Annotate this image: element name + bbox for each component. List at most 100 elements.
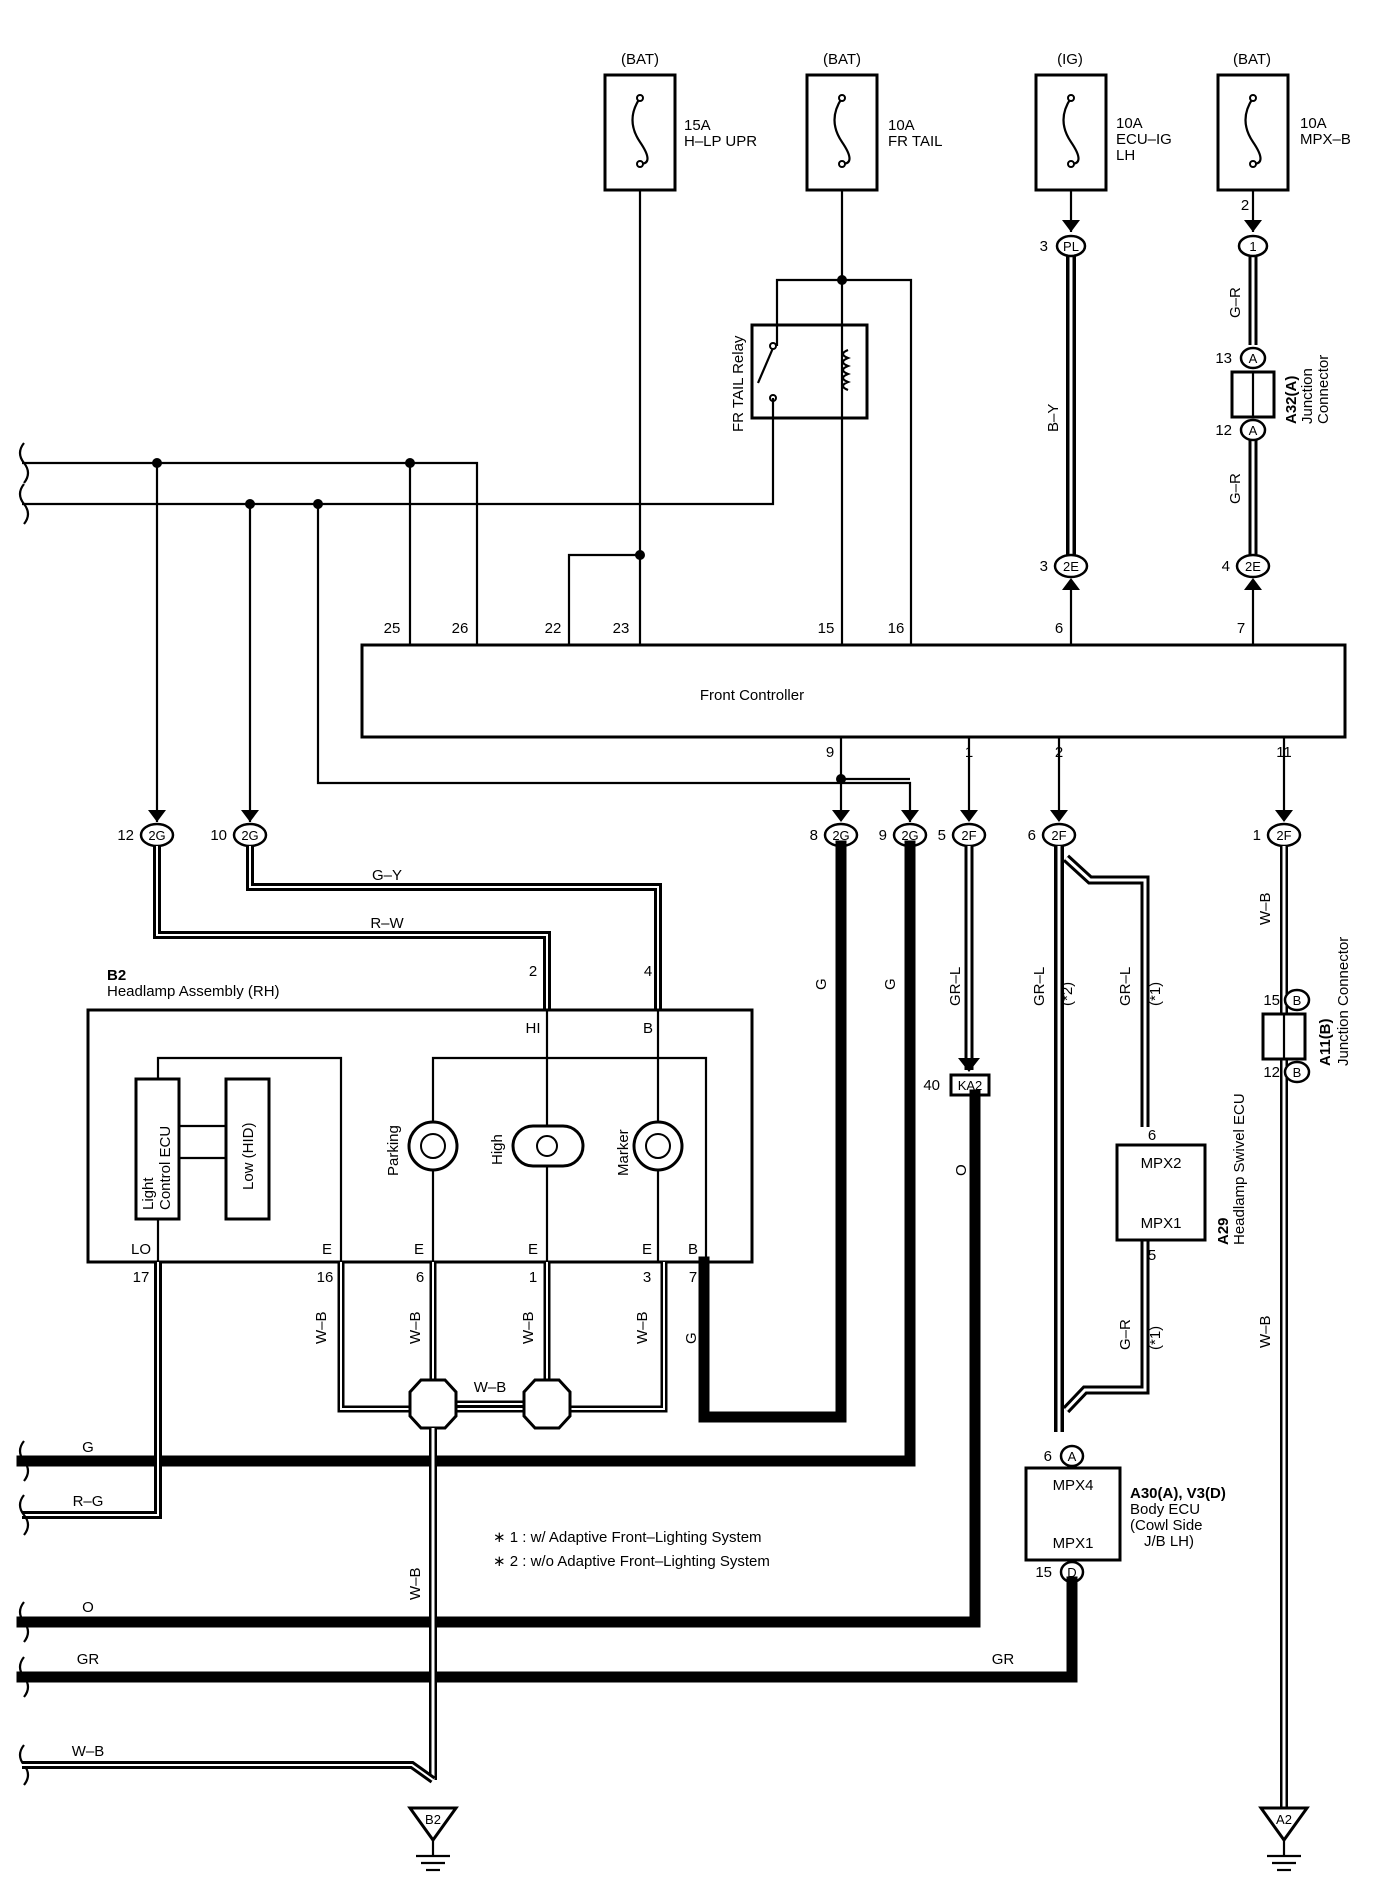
svg-text:MPX–B: MPX–B <box>1300 131 1351 148</box>
svg-text:15: 15 <box>1035 1564 1052 1581</box>
svg-text:A: A <box>1068 1449 1077 1464</box>
svg-text:(Cowl Side: (Cowl Side <box>1130 1517 1203 1534</box>
svg-text:G–R: G–R <box>1227 473 1244 504</box>
svg-text:GR: GR <box>992 1651 1015 1668</box>
svg-text:Front Controller: Front Controller <box>700 687 804 704</box>
fuse-fr-tail: (BAT) 10A FR TAIL <box>805 51 942 192</box>
svg-text:G–R: G–R <box>1117 1319 1134 1350</box>
svg-text:∗ 1 : w/ Adaptive Front–Lighti: ∗ 1 : w/ Adaptive Front–Lighting System <box>493 1529 762 1546</box>
svg-text:2: 2 <box>1241 197 1249 214</box>
connector-2f-5: 2F 5 <box>938 822 987 848</box>
svg-text:2F: 2F <box>1051 828 1066 843</box>
svg-text:∗ 2 : w/o Adaptive Front–Light: ∗ 2 : w/o Adaptive Front–Lighting System <box>493 1553 770 1570</box>
svg-text:G: G <box>683 1332 700 1344</box>
svg-text:B: B <box>688 1241 698 1258</box>
svg-text:E: E <box>642 1241 652 1258</box>
svg-text:W–B: W–B <box>634 1311 651 1344</box>
svg-text:B2: B2 <box>425 1812 441 1827</box>
svg-text:25: 25 <box>384 620 401 637</box>
svg-text:B: B <box>1293 993 1302 1008</box>
svg-text:A29: A29 <box>1215 1217 1232 1245</box>
ground-a2: A2 <box>1258 1806 1310 1872</box>
svg-text:E: E <box>528 1241 538 1258</box>
headlamp-swivel-ecu: MPX2 MPX1 6 5 A29 Headlamp Swivel ECU <box>1115 1093 1248 1264</box>
connector-2e-left: 2E 3 <box>1040 553 1089 579</box>
svg-text:1: 1 <box>529 1269 537 1286</box>
svg-text:15A: 15A <box>684 117 711 134</box>
splice-left <box>408 1378 458 1430</box>
svg-text:Junction: Junction <box>1299 368 1316 424</box>
splice-right <box>522 1378 572 1430</box>
svg-text:6: 6 <box>1055 620 1063 637</box>
svg-text:G: G <box>82 1439 94 1456</box>
svg-text:12: 12 <box>1263 1064 1280 1081</box>
svg-text:12: 12 <box>117 827 134 844</box>
svg-text:FR TAIL: FR TAIL <box>888 133 942 150</box>
connector-pl: PL 3 <box>1040 234 1087 258</box>
front-controller: Front Controller 25 26 22 23 15 16 6 7 9… <box>360 620 1347 761</box>
marker-lamp: Marker <box>615 1120 684 1176</box>
svg-text:A2: A2 <box>1276 1812 1292 1827</box>
footnotes: ∗ 1 : w/ Adaptive Front–Lighting System … <box>493 1529 770 1570</box>
svg-text:2G: 2G <box>241 828 258 843</box>
connector-2f-1: 2F 1 <box>1253 822 1302 848</box>
connector-a11-top: B 15 <box>1263 988 1311 1012</box>
svg-text:(BAT): (BAT) <box>621 51 659 68</box>
svg-text:2: 2 <box>529 963 537 980</box>
svg-text:(*1): (*1) <box>1147 1326 1164 1350</box>
svg-text:MPX1: MPX1 <box>1053 1535 1094 1552</box>
svg-text:(*2): (*2) <box>1059 982 1076 1006</box>
svg-text:W–B: W–B <box>407 1311 424 1344</box>
connector-2e-right: 2E 4 <box>1222 553 1271 579</box>
svg-text:26: 26 <box>452 620 469 637</box>
svg-text:B–Y: B–Y <box>1045 404 1062 432</box>
svg-text:10A: 10A <box>1300 115 1327 132</box>
svg-text:6: 6 <box>1148 1127 1156 1144</box>
svg-text:1: 1 <box>1249 239 1256 254</box>
svg-text:17: 17 <box>133 1269 150 1286</box>
svg-text:8: 8 <box>810 827 818 844</box>
svg-text:2G: 2G <box>832 828 849 843</box>
connector-2g-8: 2G 8 <box>810 822 859 848</box>
svg-text:G: G <box>813 978 830 990</box>
svg-text:40: 40 <box>923 1077 940 1094</box>
svg-text:MPX4: MPX4 <box>1053 1477 1094 1494</box>
svg-text:3: 3 <box>643 1269 651 1286</box>
svg-text:MPX1: MPX1 <box>1141 1215 1182 1232</box>
svg-text:PL: PL <box>1063 239 1079 254</box>
connector-2g-9: 2G 9 <box>879 822 928 848</box>
svg-text:KA2: KA2 <box>958 1078 983 1093</box>
svg-text:R–G: R–G <box>73 1493 104 1510</box>
svg-text:9: 9 <box>879 827 887 844</box>
left-wire-ends-bottom <box>18 1440 30 1786</box>
svg-text:13: 13 <box>1215 350 1232 367</box>
svg-text:Headlamp Assembly (RH): Headlamp Assembly (RH) <box>107 983 280 1000</box>
svg-text:Body ECU: Body ECU <box>1130 1501 1200 1518</box>
svg-text:2G: 2G <box>148 828 165 843</box>
svg-text:15: 15 <box>818 620 835 637</box>
svg-text:W–B: W–B <box>407 1567 424 1600</box>
connector-2f-6: 2F 6 <box>1028 822 1077 848</box>
svg-text:O: O <box>82 1599 94 1616</box>
body-ecu: MPX4 MPX1 A30(A), V3(D) Body ECU (Cowl S… <box>1024 1466 1226 1562</box>
svg-text:5: 5 <box>1148 1247 1156 1264</box>
svg-text:2F: 2F <box>1276 828 1291 843</box>
svg-text:LO: LO <box>131 1241 151 1258</box>
a32-junction-label: A32(A) Junction Connector <box>1283 355 1332 424</box>
svg-text:6: 6 <box>1044 1448 1052 1465</box>
svg-text:B: B <box>643 1020 653 1037</box>
svg-text:G: G <box>882 978 899 990</box>
fr-tail-relay: FR TAIL Relay <box>730 323 869 432</box>
svg-text:Marker: Marker <box>615 1129 632 1176</box>
svg-text:5: 5 <box>938 827 946 844</box>
svg-text:(IG): (IG) <box>1057 51 1083 68</box>
fuse-ecu-ig-lh: (IG) 10A ECU–IG LH <box>1034 51 1172 192</box>
svg-text:Low (HID): Low (HID) <box>240 1122 257 1190</box>
svg-text:E: E <box>322 1241 332 1258</box>
fuse-h-lp-upr: (BAT) 15A H–LP UPR <box>603 51 757 192</box>
svg-text:3: 3 <box>1040 558 1048 575</box>
svg-text:15: 15 <box>1263 992 1280 1009</box>
high-lamp: High <box>489 1124 585 1168</box>
svg-text:D: D <box>1067 1565 1076 1580</box>
connector-a32-top: A 13 <box>1215 346 1267 370</box>
